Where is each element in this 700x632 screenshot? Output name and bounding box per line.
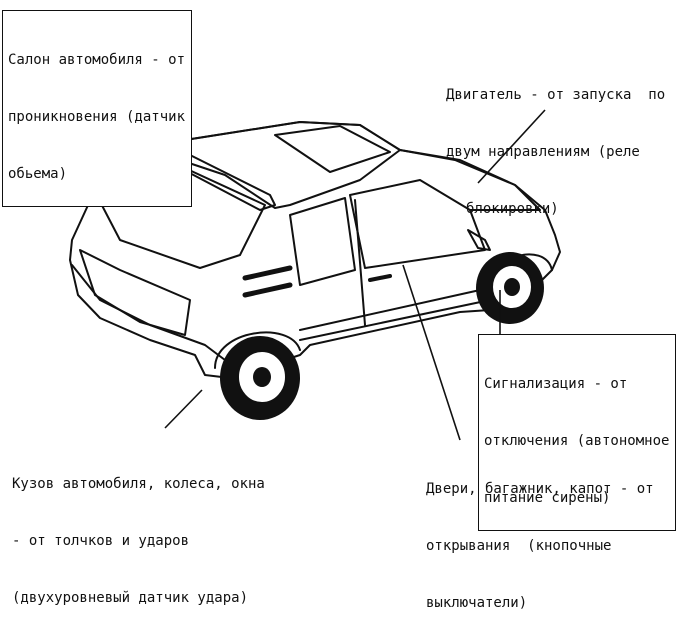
leader-engine	[477, 109, 546, 184]
label-engine: Двигатель - от запуска по двум направлен…	[446, 48, 665, 238]
label-engine-line-2: двум направлениям (реле	[446, 144, 640, 160]
label-cabin-line-1: Салон автомобиля - от	[8, 52, 186, 68]
car-hood	[399, 149, 541, 211]
label-body-line-3: (двухуровневый датчик удара)	[12, 590, 249, 606]
car-side-window-rear	[289, 197, 356, 286]
label-engine-line-3: блокировки)	[466, 201, 559, 217]
label-body-line-2: - от толчков и ударов	[12, 533, 190, 549]
car-sunroof	[274, 125, 391, 173]
label-alarm-line-3: питание сирены)	[484, 490, 611, 506]
label-cabin-line-2: проникновения (датчик	[8, 109, 186, 125]
car-mirror	[467, 229, 491, 251]
car-sill-stripe	[299, 299, 491, 341]
leader-body	[164, 389, 203, 429]
label-doors-line-3: выключатели)	[426, 595, 528, 611]
car-rear-arch	[214, 331, 301, 369]
label-alarm-line-1: Сигнализация - от	[484, 376, 628, 392]
label-body-line-1: Кузов автомобиля, колеса, окна	[12, 476, 265, 492]
label-doors-line-1: Двери, багажник, капот - от	[426, 481, 654, 497]
label-body: Кузов автомобиля, колеса, окна - от толч…	[12, 437, 265, 627]
car-door-line	[354, 199, 366, 326]
car-side-vent-1	[242, 265, 293, 281]
label-cabin-line-3: обьема)	[8, 166, 68, 182]
car-rear-wheel	[220, 336, 300, 420]
leader-doors	[402, 264, 461, 441]
label-alarm: Сигнализация - от отключения (автономное…	[478, 334, 677, 531]
car-rear-panel	[79, 249, 191, 336]
label-alarm-line-2: отключения (автономное	[484, 433, 670, 449]
car-sill	[299, 289, 481, 331]
label-cabin: Салон автомобиля - от проникновения (дат…	[2, 10, 193, 207]
car-front-wheel	[476, 252, 544, 324]
car-illustration	[69, 84, 561, 441]
car-side-window-front	[349, 179, 486, 269]
car-door-handle	[368, 274, 392, 282]
label-engine-line-1: Двигатель - от запуска по	[446, 87, 666, 103]
car-roof	[149, 121, 401, 209]
label-doors-line-2: открывания (кнопочные	[426, 538, 612, 554]
car-side-vent-2	[242, 282, 293, 298]
label-doors: Двери, багажник, капот - от открывания (…	[426, 442, 654, 632]
